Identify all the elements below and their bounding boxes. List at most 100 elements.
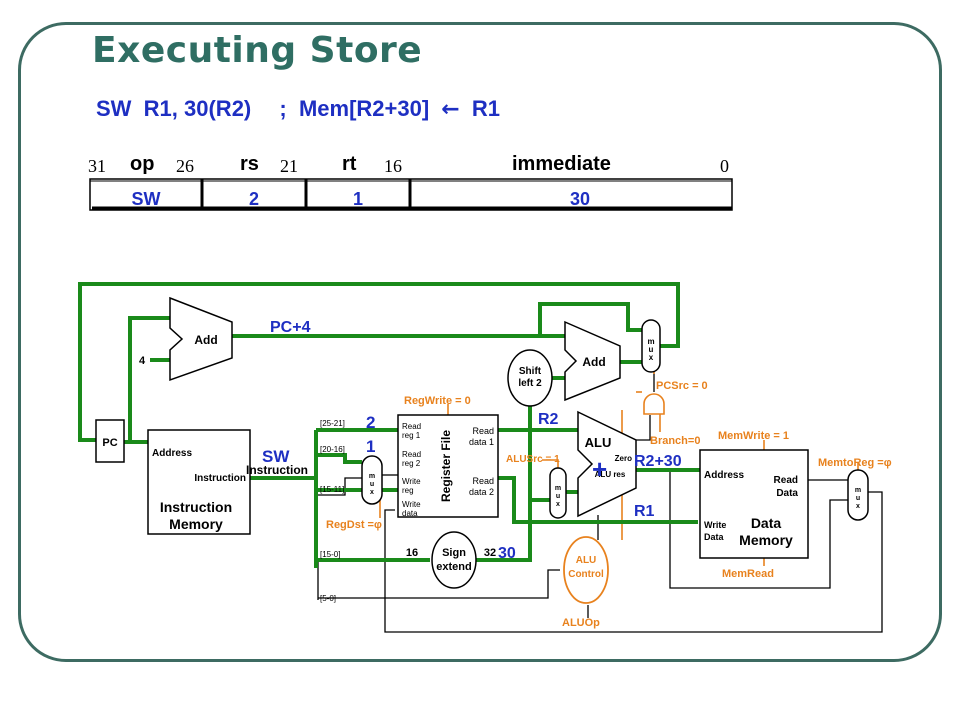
svg-text:Sign: Sign	[442, 547, 466, 559]
im-address: Address	[152, 448, 192, 459]
svg-text:Read: Read	[472, 426, 494, 436]
pc-plus-4-label: PC+4	[270, 319, 311, 336]
slide-title: Executing Store	[92, 30, 423, 71]
svg-text:m: m	[555, 485, 561, 492]
pc-adder-label: Add	[194, 333, 217, 347]
aluop-label: ALUOp	[562, 617, 600, 629]
alu-control: ALU Control	[563, 536, 609, 604]
svg-text:Read: Read	[402, 450, 421, 459]
bit-26: 26	[176, 156, 194, 176]
pc-adder: Add 4	[139, 296, 233, 382]
regwrite-label: RegWrite = 0	[404, 395, 471, 407]
alu: ALU Zero ALU res	[577, 410, 637, 518]
svg-text:reg 1: reg 1	[402, 431, 421, 440]
active-paths	[78, 282, 700, 568]
dm-address: Address	[704, 470, 744, 481]
memwrite-label: MemWrite = 1	[718, 430, 789, 442]
instruction-text: SW R1, 30(R2)	[96, 96, 252, 121]
svg-text:extend: extend	[436, 561, 471, 573]
bit-21: 21	[280, 156, 298, 176]
memtoreg-label: MemtoReg =φ	[818, 457, 892, 469]
svg-text:x: x	[856, 503, 860, 510]
svg-text:data: data	[402, 509, 418, 518]
alusrc-label: ALUSrc = 1	[506, 454, 560, 465]
svg-text:m: m	[647, 337, 654, 346]
alu-label: ALU	[585, 435, 612, 450]
rt-value: 1	[366, 437, 375, 456]
control-labels: RegWrite = 0 RegDst =φ ALUSrc = 1 PCSrc …	[326, 380, 892, 629]
svg-text:u: u	[856, 495, 860, 502]
instruction-format: 31 op 26 rs 21 rt 16 immediate 0 SW 2 1 …	[88, 153, 733, 211]
svg-text:m: m	[855, 487, 861, 494]
plus-icon: +	[592, 454, 607, 484]
field-15-11: [15-11]	[320, 485, 344, 494]
svg-text:Write: Write	[704, 520, 726, 530]
alu-zero: Zero	[615, 454, 632, 463]
svg-text:u: u	[649, 345, 654, 354]
field-15-0: [15-0]	[320, 550, 340, 559]
field-20-16: [20-16]	[320, 445, 345, 454]
width-16: 16	[406, 547, 418, 559]
alu-res: ALU res	[595, 470, 626, 479]
svg-text:x: x	[370, 489, 374, 496]
rs-value: 2	[366, 413, 375, 432]
field-labels: [25-21] [20-16] [15-11] [15-0] [5-0]	[320, 419, 345, 603]
svg-text:Data: Data	[776, 488, 798, 499]
value-annotations: PC+4 SW 2 1 R2 + R2+30 R1 30	[262, 319, 682, 562]
field-rt: rt	[342, 153, 357, 175]
svg-text:Read: Read	[774, 475, 798, 486]
shift-left-2: Shift left 2	[507, 349, 553, 407]
value-rs: 2	[249, 189, 259, 209]
pc-register: PC	[95, 419, 125, 463]
pcsrc-mux: m u x	[641, 319, 661, 373]
bit-0: 0	[720, 156, 729, 176]
alusrc-mux: m u x	[549, 467, 567, 519]
field-immediate: immediate	[512, 153, 611, 175]
register-file-name: Register File	[439, 430, 453, 502]
instruction-memory: Address Instruction Instruction Memory	[147, 429, 251, 535]
svg-text:Write: Write	[402, 500, 421, 509]
svg-text:x: x	[649, 353, 654, 362]
svg-text:ALU: ALU	[576, 555, 597, 566]
im-name-2: Memory	[169, 516, 223, 532]
bit-31: 31	[88, 156, 106, 176]
branch-label: Branch=0	[650, 435, 700, 447]
svg-text:Control: Control	[568, 569, 604, 580]
memread-label: MemRead	[722, 568, 774, 580]
memtoreg-mux: m u x	[847, 469, 869, 521]
branch-adder-label: Add	[582, 355, 605, 369]
imm-30-label: 30	[498, 545, 516, 562]
value-immediate: 30	[570, 189, 590, 209]
data-memory: Address Read Data Write Data Data Memory	[699, 449, 809, 559]
svg-text:data 2: data 2	[469, 487, 494, 497]
dm-name-2: Memory	[739, 532, 793, 548]
im-instruction: Instruction	[194, 473, 246, 484]
value-rt: 1	[353, 189, 363, 209]
svg-text:Read: Read	[472, 476, 494, 486]
comment-text: ; Mem[R2+30]	[279, 96, 430, 121]
field-op: op	[130, 153, 154, 175]
sw-label: SW	[262, 447, 290, 466]
svg-text:Write: Write	[402, 477, 421, 486]
field-25-21: [25-21]	[320, 419, 345, 428]
svg-text:reg: reg	[402, 486, 414, 495]
svg-text:Read: Read	[402, 422, 421, 431]
svg-text:x: x	[556, 501, 560, 508]
svg-text:m: m	[369, 473, 375, 480]
field-5-0: [5-0]	[320, 594, 336, 603]
value-op: SW	[132, 189, 161, 209]
branch-and-gate	[643, 393, 665, 415]
register-file: Read reg 1 Read reg 2 Write reg Write da…	[397, 414, 499, 518]
constant-four: 4	[139, 355, 146, 367]
svg-text:reg 2: reg 2	[402, 459, 421, 468]
instruction-out-label: Instruction	[246, 463, 308, 477]
im-name-1: Instruction	[160, 499, 232, 515]
bit-16: 16	[384, 156, 402, 176]
r2-label: R2	[538, 411, 559, 428]
branch-adder: Add	[564, 320, 621, 402]
svg-text:u: u	[556, 493, 560, 500]
pcsrc-label: PCSrc = 0	[656, 380, 708, 392]
field-rs: rs	[240, 153, 259, 175]
regdst-mux: m u x	[361, 455, 383, 505]
